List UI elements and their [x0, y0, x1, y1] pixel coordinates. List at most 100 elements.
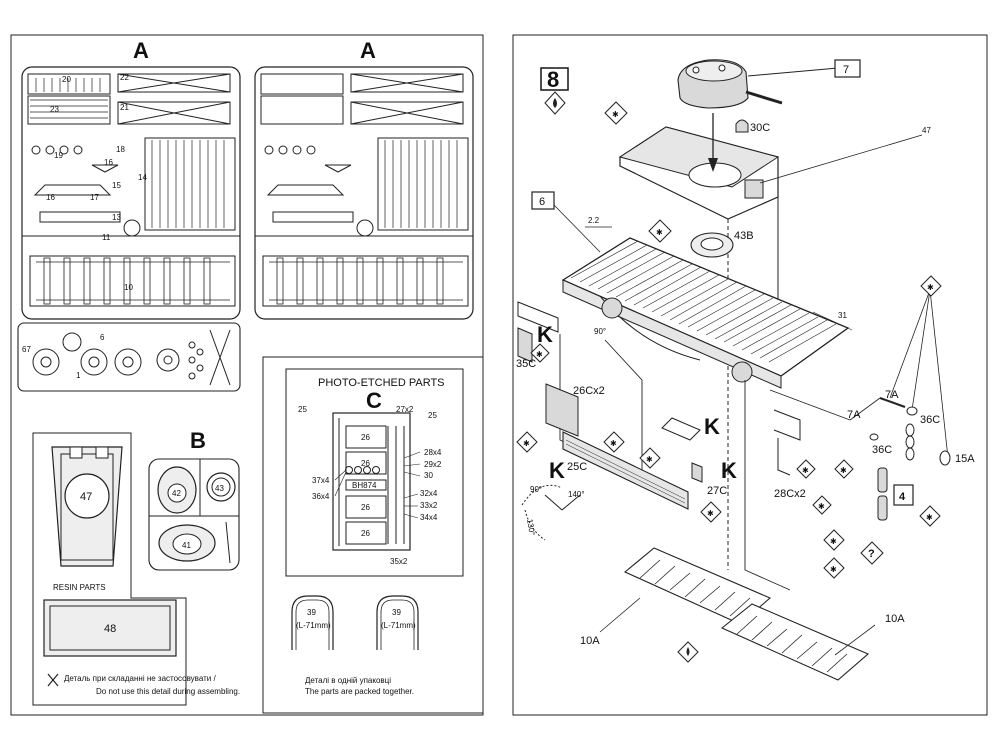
callout-angle-130: 130° — [525, 518, 537, 536]
sprue-num-13: 13 — [112, 213, 121, 222]
pe-outer-frame — [262, 356, 484, 714]
svg-text:✱: ✱ — [802, 466, 809, 475]
sprue-num-1: 1 — [76, 371, 81, 380]
callout-27c: 27C — [707, 485, 727, 497]
left-page: A — [10, 34, 484, 716]
callout-6-box — [531, 191, 555, 210]
svg-text:✱: ✱ — [646, 455, 653, 464]
callout-90: 90° — [594, 327, 606, 336]
hull-top — [618, 113, 780, 570]
pe-part-26c: 26 — [361, 503, 370, 512]
part-36c-top — [906, 406, 918, 416]
sprue-a-left-frame — [21, 66, 241, 320]
pe-part-25a: 25 — [298, 405, 307, 414]
question-icon: ? — [860, 541, 884, 565]
pe-part-32: 32x4 — [420, 489, 438, 498]
part-43b — [690, 232, 734, 258]
pe-part-36: 36x4 — [312, 492, 330, 501]
svg-text:✱: ✱ — [830, 565, 837, 574]
k-label-3: K — [549, 458, 565, 483]
sprue-num-67: 67 — [22, 345, 31, 354]
pe-part-25b: 25 — [428, 411, 437, 420]
callout-26c: 26Cx2 — [573, 385, 605, 397]
callout-36c-2: 36C — [872, 444, 892, 456]
rail-track-left — [623, 547, 772, 625]
callout-4: 4 — [899, 491, 906, 503]
sprue-num-15: 15 — [112, 181, 121, 190]
sprue-num-6: 6 — [100, 333, 105, 342]
wheel-sprue: 6 1 67 — [17, 322, 241, 392]
sprue-a-left-title: A — [133, 38, 149, 63]
part-39-right-length: (L-71mm) — [381, 621, 416, 630]
pe-inner-frame — [285, 368, 464, 577]
resin-part-47: 47 — [80, 491, 92, 503]
sprue-num-14: 14 — [138, 173, 147, 182]
callout-angle-140: 140° — [568, 490, 585, 499]
sprue-b-frame — [148, 458, 240, 571]
pe-part-26a: 26 — [361, 433, 370, 442]
wheel-sprue-frame — [17, 322, 241, 392]
paint-icon-28c: ✱ ✱ ✱ — [796, 459, 854, 515]
callout-7: 7 — [843, 64, 849, 76]
callout-10a-right: 10A — [885, 613, 905, 625]
svg-text:✱: ✱ — [707, 509, 714, 518]
paint-icon-rear: ✱ — [920, 275, 942, 297]
callout-2-2: 2.2 — [588, 216, 600, 225]
paint-icon-turret: ✱ — [604, 101, 628, 125]
resin-parts: 47 RESIN PARTS 48 Деталь при складанні н… — [32, 432, 240, 706]
b-part-41: 41 — [182, 541, 191, 550]
svg-text:?: ? — [868, 548, 875, 560]
paint-icon-35c: ✱ — [530, 343, 550, 363]
callout-10a-left: 10A — [580, 635, 600, 647]
resin-parts-frame — [32, 432, 187, 706]
sprue-b: B 42 43 41 — [148, 428, 240, 571]
part-30c — [735, 119, 749, 133]
k-label-1: K — [537, 322, 553, 347]
callout-43b: 43B — [734, 230, 754, 242]
pe-part-26b: 26 — [361, 459, 370, 468]
do-not-use-icon — [47, 673, 59, 687]
callout-25c: 25C — [567, 461, 587, 473]
svg-text:✱: ✱ — [612, 110, 619, 119]
callout-7-box — [834, 59, 861, 78]
pe-part-28: 28x4 — [424, 448, 442, 457]
part-39-right-num: 39 — [392, 608, 401, 617]
part-39-left-length: (L-71mm) — [296, 621, 331, 630]
part-28c — [773, 409, 801, 441]
callout-15a: 15A — [955, 453, 975, 465]
callout-31: 31 — [838, 311, 847, 320]
callout-35c: 35C — [516, 358, 536, 370]
pe-part-37: 37x4 — [312, 476, 330, 485]
paint-icon-misc: ✱ ✱ ✱ ✱ ✱ ✱ — [516, 431, 845, 579]
right-page: 8 7 ✱ 30C — [512, 34, 988, 716]
part-39-left-num: 39 — [307, 608, 316, 617]
svg-text:✱: ✱ — [818, 502, 825, 511]
sprue-num-17: 17 — [90, 193, 99, 202]
pe-part-35: 35x2 — [390, 557, 408, 566]
sprue-num-10: 10 — [124, 283, 133, 292]
callout-7a-2: 7A — [847, 409, 861, 421]
coupling-hook — [877, 467, 888, 521]
svg-text:✱: ✱ — [926, 513, 933, 522]
legend-ua: Деталь при складанні не застосовувати / — [64, 674, 216, 683]
pe-part-34: 34x4 — [420, 513, 438, 522]
glue-icon-rails — [677, 641, 699, 663]
part-26c — [545, 383, 579, 437]
sprue-a-left: A — [21, 38, 241, 320]
svg-text:✱: ✱ — [610, 439, 617, 448]
svg-text:✱: ✱ — [840, 466, 847, 475]
callout-6: 6 — [539, 196, 545, 208]
part-39-right — [376, 595, 419, 650]
b-part-43: 43 — [215, 484, 224, 493]
sprue-num-23: 23 — [50, 105, 59, 114]
callout-angle-90: 90° — [530, 485, 542, 494]
sprue-a-right-title: A — [360, 38, 376, 63]
step-box — [540, 67, 569, 91]
callout-7a-1: 7A — [885, 389, 899, 401]
part-15a-chain — [905, 423, 951, 466]
packed-ua: Деталі в одній упаковці — [305, 676, 391, 685]
wagon-deck — [561, 237, 850, 389]
svg-text:✱: ✱ — [830, 537, 837, 546]
sprue-num-19: 19 — [54, 151, 63, 160]
sprue-a-right-frame — [254, 66, 474, 320]
